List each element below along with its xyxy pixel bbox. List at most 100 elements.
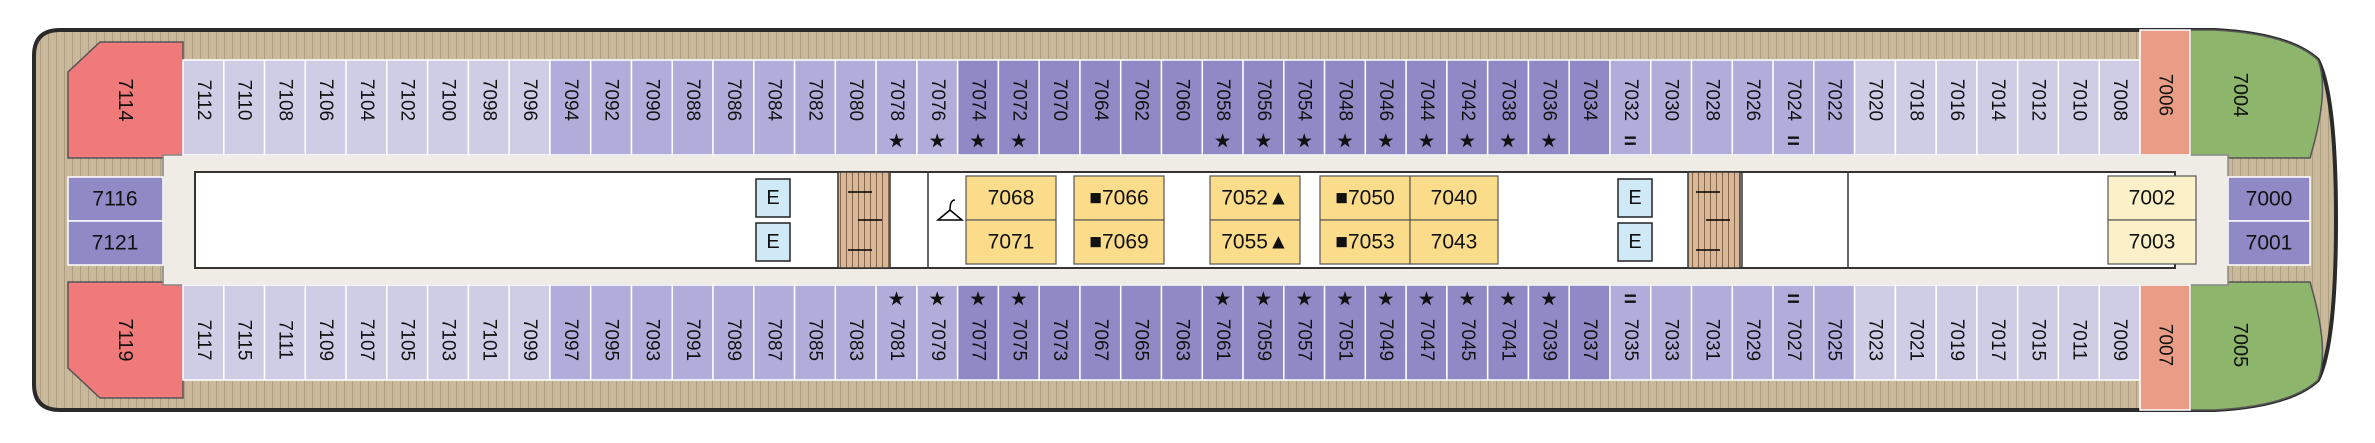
cabin-7027[interactable] xyxy=(1772,284,1815,381)
cabin-7117[interactable] xyxy=(182,284,225,381)
cabin-7050[interactable] xyxy=(1319,175,1411,221)
cabin-7063[interactable] xyxy=(1160,284,1204,381)
cabin-7101[interactable] xyxy=(467,284,510,381)
cabin-7040[interactable] xyxy=(1409,175,1499,221)
cabin-7042[interactable] xyxy=(1446,59,1489,156)
cabin-7062[interactable] xyxy=(1119,59,1163,156)
cabin-number-7109: 7109 xyxy=(315,319,336,361)
cabin-7090[interactable] xyxy=(630,59,674,156)
forward-green-suite-bottom[interactable] xyxy=(2189,281,2324,411)
cabin-7056[interactable] xyxy=(1242,59,1285,156)
cabin-7021[interactable] xyxy=(1894,284,1937,381)
cabin-7104[interactable] xyxy=(345,59,388,156)
cabin-number-7117: 7117 xyxy=(193,320,214,361)
cabin-7073[interactable] xyxy=(1038,284,1081,381)
cabin-7008[interactable] xyxy=(2098,59,2141,156)
cabin-7019[interactable] xyxy=(1935,284,1978,381)
cabin-7106[interactable] xyxy=(304,59,347,156)
cabin-7100[interactable] xyxy=(426,59,470,156)
cabin-7079[interactable] xyxy=(916,284,959,381)
cabin-7007[interactable] xyxy=(2139,284,2191,411)
cabin-7032[interactable] xyxy=(1609,59,1652,156)
cabin-7102[interactable] xyxy=(386,59,429,156)
cabin-7000[interactable] xyxy=(2227,176,2311,222)
cabin-7044[interactable] xyxy=(1405,59,1448,156)
cabin-7070[interactable] xyxy=(1038,59,1081,156)
cabin-7092[interactable] xyxy=(589,59,633,156)
cabin-mark-7072: ★ xyxy=(1011,132,1027,151)
cabin-7026[interactable] xyxy=(1731,59,1774,156)
cabin-7009[interactable] xyxy=(2098,284,2141,381)
cabin-7072[interactable] xyxy=(997,59,1040,156)
cabin-number-7009: 7009 xyxy=(2109,319,2130,361)
cabin-7085[interactable] xyxy=(793,284,837,381)
cabin-7108[interactable] xyxy=(263,59,307,156)
cabin-7098[interactable] xyxy=(467,59,510,156)
forward-green-suite-top[interactable] xyxy=(2189,29,2324,159)
cabin-7006[interactable] xyxy=(2139,29,2191,156)
cabin-7091[interactable] xyxy=(671,284,714,381)
cabin-7002[interactable] xyxy=(2107,175,2197,221)
cabin-7052[interactable] xyxy=(1209,175,1301,221)
cabin-7060[interactable] xyxy=(1160,59,1204,156)
cabin-number-7087: 7087 xyxy=(764,319,785,361)
cabin-number-7068: 7068 xyxy=(988,187,1035,210)
cabin-7003[interactable] xyxy=(2107,219,2197,265)
cabin-number-7055: 7055▲ xyxy=(1221,231,1289,254)
cabin-7014[interactable] xyxy=(1976,59,2019,156)
cabin-7055[interactable] xyxy=(1209,219,1301,265)
cabin-number-7007: 7007 xyxy=(2155,324,2176,366)
cabin-7048[interactable] xyxy=(1323,59,1367,156)
cabin-7016[interactable] xyxy=(1935,59,1978,156)
cabin-number-7105: 7105 xyxy=(397,319,418,361)
cabin-7036[interactable] xyxy=(1527,59,1570,156)
cabin-number-7060: 7060 xyxy=(1171,79,1192,121)
cabin-7081[interactable] xyxy=(875,284,918,381)
aft-red-suite-top[interactable] xyxy=(67,41,184,159)
cabin-7012[interactable] xyxy=(2016,59,2060,156)
cabin-7034[interactable] xyxy=(1568,59,1611,156)
cabin-number-7029: 7029 xyxy=(1742,319,1763,361)
cabin-7069[interactable] xyxy=(1073,219,1165,265)
cabin-7110[interactable] xyxy=(223,59,266,156)
cabin-number-7086: 7086 xyxy=(723,79,744,121)
cabin-7018[interactable] xyxy=(1894,59,1937,156)
cabin-7109[interactable] xyxy=(304,284,347,381)
cabin-7077[interactable] xyxy=(956,284,1000,381)
cabin-7015[interactable] xyxy=(2016,284,2060,381)
cabin-7046[interactable] xyxy=(1364,59,1407,156)
cabin-7033[interactable] xyxy=(1650,284,1693,381)
cabin-7064[interactable] xyxy=(1079,59,1122,156)
cabin-7051[interactable] xyxy=(1323,284,1367,381)
cabin-7023[interactable] xyxy=(1853,284,1897,381)
cabin-7043[interactable] xyxy=(1409,219,1499,265)
cabin-7017[interactable] xyxy=(1976,284,2019,381)
cabin-7049[interactable] xyxy=(1364,284,1407,381)
cabin-7001[interactable] xyxy=(2227,220,2311,266)
cabin-7039[interactable] xyxy=(1527,284,1570,381)
cabin-mark-7024: = xyxy=(1787,129,1800,154)
cabin-7061[interactable] xyxy=(1201,284,1244,381)
cabin-7083[interactable] xyxy=(834,284,877,381)
cabin-number-7050: ■7050 xyxy=(1335,187,1394,210)
cabin-7121[interactable] xyxy=(67,220,164,266)
cabin-7030[interactable] xyxy=(1650,59,1693,156)
cabin-7080[interactable] xyxy=(834,59,877,156)
cabin-7089[interactable] xyxy=(712,284,755,381)
cabin-7010[interactable] xyxy=(2057,59,2100,156)
cabin-7071[interactable] xyxy=(965,219,1057,265)
cabin-7022[interactable] xyxy=(1813,59,1856,156)
cabin-7058[interactable] xyxy=(1201,59,1244,156)
cabin-7029[interactable] xyxy=(1731,284,1774,381)
cabin-7074[interactable] xyxy=(956,59,1000,156)
cabin-7095[interactable] xyxy=(589,284,633,381)
cabin-7093[interactable] xyxy=(630,284,674,381)
cabin-number-7072: 7072 xyxy=(1008,79,1029,121)
cabin-7078[interactable] xyxy=(875,59,918,156)
cabin-number-7084: 7084 xyxy=(764,79,785,122)
cabin-7057[interactable] xyxy=(1283,284,1326,381)
cabin-7112[interactable] xyxy=(182,59,225,156)
cabin-7103[interactable] xyxy=(426,284,470,381)
cabin-7099[interactable] xyxy=(508,284,551,381)
cabin-7068[interactable] xyxy=(965,175,1057,221)
